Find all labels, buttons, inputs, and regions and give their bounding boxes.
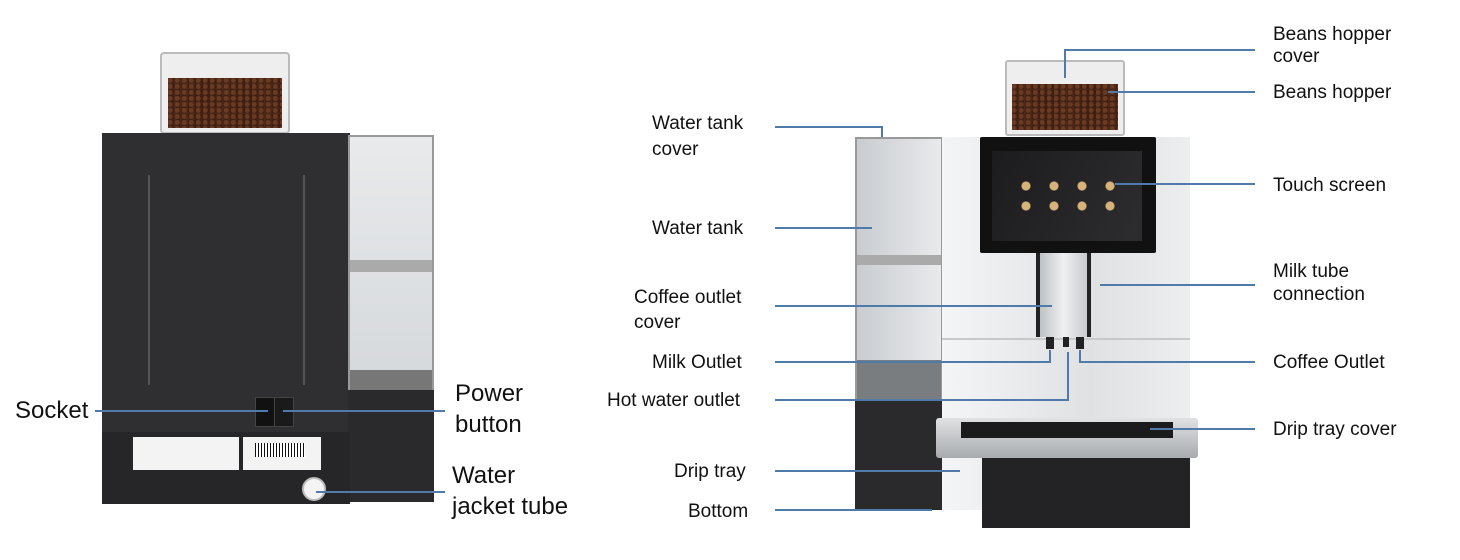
label-milk-outlet: Milk Outlet [652,352,742,373]
label-power-button: Power button [455,378,523,440]
coffee-outlet [1076,337,1084,349]
power-button[interactable] [274,397,294,427]
label-line: cover [634,312,681,333]
label-milk-tube-connection: Milk tube connection [1273,260,1365,306]
label-drip-tray-cover: Drip tray cover [1273,419,1397,440]
label-bottom: Bottom [688,501,749,522]
label-water-tank-cover: Water tank cover [652,112,743,161]
label-beans-hopper: Beans hopper [1273,82,1392,103]
rear-body [102,133,350,433]
touch-screen[interactable] [980,137,1156,253]
hot-water-outlet [1063,337,1069,347]
label-drip-tray: Drip tray [674,461,746,482]
label-line: cover [1273,46,1320,67]
label-beans-hopper-cover: Beans hopper cover [1273,24,1391,68]
leader-water-tank-cover [775,126,883,137]
label-socket: Socket [15,397,89,424]
label-hot-water-outlet: Hot water outlet [607,390,741,411]
label-line: connection [1273,284,1365,305]
rating-label [133,437,239,470]
label-line: Power [455,380,524,407]
drip-tray-cover [936,418,1198,458]
label-line: Water tank [652,113,744,134]
rear-beans-hopper [160,52,290,134]
label-water-jacket-tube: Water jacket tube [452,460,568,522]
socket[interactable] [255,397,275,427]
label-touch-screen: Touch screen [1273,175,1387,196]
front-beans-hopper [1005,60,1125,136]
label-line: Beans hopper [1273,24,1392,45]
label-line: Coffee outlet [634,287,742,308]
label-coffee-outlet-cover: Coffee outlet cover [634,286,741,334]
label-coffee-outlet: Coffee Outlet [1273,352,1385,373]
label-line: cover [652,139,699,160]
drip-tray [982,458,1190,528]
label-water-tank: Water tank [652,218,744,239]
label-line: Water [452,462,516,489]
milk-outlet [1046,337,1054,349]
water-jacket-tube [302,477,326,501]
label-line: Milk tube [1273,261,1350,282]
coffee-outlet-cover [1036,253,1091,337]
label-line: jacket tube [452,493,569,520]
label-line: button [455,411,522,438]
barcode-label [243,437,321,470]
